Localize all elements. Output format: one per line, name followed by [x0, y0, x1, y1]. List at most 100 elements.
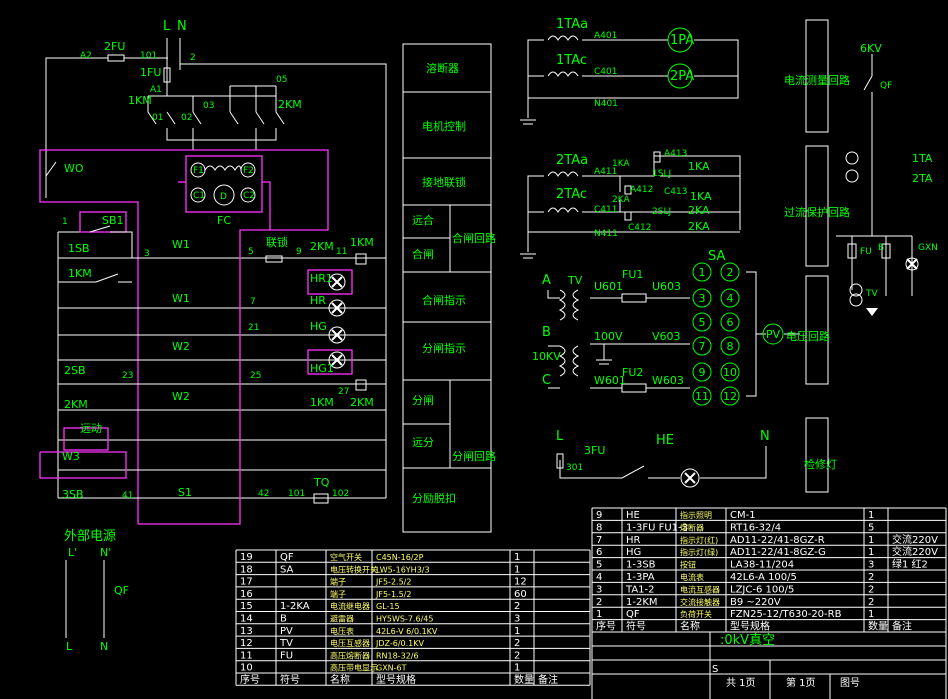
label: 101 [288, 489, 305, 499]
label: 1FU [140, 66, 161, 79]
label: C412 [628, 223, 651, 233]
label: 1 [62, 217, 68, 227]
label: L' [68, 546, 77, 559]
table-header: 备注 [892, 620, 912, 633]
sa-terminal-label: 7 [699, 340, 706, 353]
label: 2TA [912, 172, 933, 185]
label: N' [100, 546, 111, 559]
label: D [220, 192, 227, 202]
table-cell: 端子 [330, 589, 346, 599]
wo-contact [45, 161, 57, 177]
lamp-icon [906, 258, 918, 270]
label: F2 [243, 166, 254, 176]
label: S1 [178, 486, 192, 499]
lamp-icon [331, 276, 343, 288]
table-cell: JF5-2.5/2 [375, 578, 411, 587]
table-cell: 指示照明 [680, 510, 712, 520]
table-cell: 3 [514, 614, 520, 625]
label: FU [860, 247, 872, 257]
label: FU2 [622, 366, 643, 379]
label: 1KM [68, 267, 92, 280]
table-cell: 19 [240, 552, 253, 563]
sa-terminal-label: 11 [695, 390, 709, 403]
table-cell: 空气开关 [330, 552, 362, 562]
table-header: 备注 [538, 673, 558, 686]
block-close-circuit: 合闸回路 [452, 231, 496, 245]
label: 102 [332, 489, 349, 499]
table-cell: 42L6-V 6/0.1KV [376, 627, 438, 636]
table-cell: 电流互感器 [680, 584, 720, 594]
table-cell: FU [280, 650, 293, 661]
function-blocks [402, 43, 492, 533]
table-cell: 指示灯(绿) [680, 547, 718, 557]
table-cell: 5 [596, 560, 602, 571]
title-block-total: 共 1页 [726, 677, 756, 689]
label: SA [708, 249, 725, 264]
label: 02 [181, 113, 192, 123]
table-header: 型号规格 [730, 620, 770, 633]
label: 远动 [80, 422, 102, 435]
label: 1TAc [556, 53, 587, 68]
label: 3 [144, 249, 150, 259]
label: 25 [250, 371, 261, 381]
sa-terminal-label: 1 [699, 266, 706, 279]
sa-terminal [692, 312, 712, 332]
label: B [542, 325, 551, 340]
block-motor: 电机控制 [422, 119, 466, 133]
label: 23 [122, 371, 133, 381]
table-cell: 2 [868, 584, 874, 595]
label: W3 [62, 450, 80, 463]
label: C413 [664, 187, 687, 197]
lamp-icon [684, 472, 696, 484]
label: A2 [80, 51, 92, 61]
label: 41 [122, 491, 133, 501]
block-open: 分闸 [412, 394, 434, 407]
label: 1SB [68, 242, 90, 255]
table-cell: AD11-22/41-8GZ-R [730, 535, 825, 546]
block-close-ind: 合闸指示 [422, 293, 466, 307]
table-header: 序号 [596, 620, 616, 633]
table-cell: RN18-32/6 [376, 651, 419, 660]
sa-terminal [692, 386, 712, 406]
lamp-title: 检修灯 [804, 457, 837, 471]
table-cell: 2 [868, 572, 874, 583]
label: 2KA [688, 204, 710, 217]
label: 2SLJ [652, 207, 671, 217]
table-cell: CM-1 [730, 510, 756, 521]
table-cell: 1 [514, 663, 520, 674]
table-cell: 12 [514, 577, 527, 588]
label: A413 [664, 149, 687, 159]
title-block-no: 图号 [840, 677, 860, 689]
label: HG [310, 320, 327, 333]
table-cell: 电压互感器 [330, 638, 370, 648]
table-cell: LW5-16YH3/3 [376, 565, 430, 574]
label: C1 [193, 191, 205, 201]
fuse-1fu [163, 67, 171, 83]
label: 2KM [350, 396, 374, 409]
table-cell: GL-15 [376, 602, 400, 611]
table-cell: 指示灯(红) [680, 535, 718, 545]
title-block-s: S [712, 664, 718, 675]
label: U601 [594, 280, 623, 293]
sa-terminal-label: 12 [723, 390, 737, 403]
sa-terminal [692, 362, 712, 382]
label: W1 [172, 292, 190, 305]
label: 1KA [690, 190, 712, 203]
table-cell: 13 [240, 626, 253, 637]
label: 42 [258, 489, 269, 499]
table-cell: SA [280, 564, 294, 575]
label: C401 [594, 67, 617, 77]
label: TQ [313, 476, 330, 489]
fuse-2fu [107, 54, 125, 62]
table-header: 型号规格 [376, 673, 416, 686]
label: A411 [594, 167, 617, 177]
sa-terminal [692, 262, 712, 282]
label: HG1 [310, 362, 334, 375]
label: 联锁 [266, 235, 288, 249]
label: A1 [150, 85, 162, 95]
tq-coil [313, 493, 329, 504]
table-cell: B9 ~220V [730, 597, 781, 608]
label: 10KV [532, 350, 561, 363]
table-cell: B [280, 614, 287, 625]
meter-1pa [667, 27, 693, 53]
